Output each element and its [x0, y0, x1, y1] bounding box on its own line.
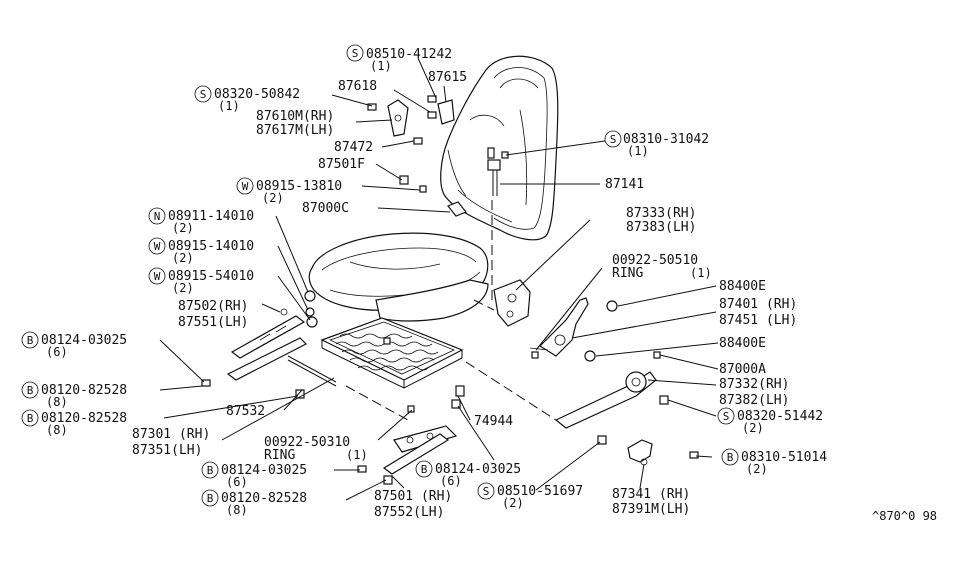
label-87332: 87332(RH) [719, 377, 789, 392]
qty-08310-51014: (2) [746, 462, 768, 476]
seat-spring-frame [320, 317, 464, 389]
label-87333: 87333(RH) [626, 206, 696, 221]
qty-08320-50842: (1) [218, 99, 240, 113]
label-87532: 87532 [226, 404, 265, 419]
prefix-s-icon: S [200, 88, 207, 101]
center-bar-87532 [287, 355, 337, 387]
label-87141: 87141 [605, 177, 644, 192]
label-08124-03025-lower-right: 08124-03025 [435, 462, 521, 477]
label-08915-14010: 08915-14010 [168, 239, 254, 254]
qty-08310-31042: (1) [627, 144, 649, 158]
label-87472: 87472 [334, 140, 373, 155]
label-08510-41242: 08510-41242 [366, 47, 452, 62]
label-87382: 87382(LH) [719, 393, 789, 408]
label-87610m: 87610M(RH) [256, 109, 334, 124]
label-87391m: 87391M(LH) [612, 502, 690, 517]
label-87000c: 87000C [302, 201, 349, 216]
label-08320-50842: 08320-50842 [214, 87, 300, 102]
label-87351: 87351(LH) [132, 443, 202, 458]
prefix-s-icon: S [610, 133, 617, 146]
leader-lines [159, 57, 719, 501]
prefix-b-icon: B [27, 334, 34, 347]
assembly-lines [345, 200, 557, 421]
qty-08120-82528-mid: (8) [46, 423, 68, 437]
seat-cushion [308, 232, 489, 322]
label-08911-14010: 08911-14010 [168, 209, 254, 224]
label-87615: 87615 [428, 70, 467, 85]
left-seat-rail [226, 308, 308, 381]
label-08124-03025-lower-left: 08124-03025 [221, 463, 307, 478]
part-labels: 08510-41242 (1) 87618 87615 08320-50842 … [41, 47, 937, 523]
label-88400e-upper: 88400E [719, 279, 766, 294]
prefix-b-icon: B [207, 464, 214, 477]
prefix-b-icon: B [27, 412, 34, 425]
prefix-s-icon: S [723, 410, 730, 423]
prefix-w-icon: W [154, 240, 161, 253]
qty-08120-82528-upper: (8) [46, 395, 68, 409]
label-ring-1: RING [612, 266, 643, 281]
qty-08915-13810: (2) [262, 191, 284, 205]
label-87341: 87341 (RH) [612, 487, 690, 502]
right-seat-rail-87501 [382, 425, 458, 475]
qty-08124-03025-left: (6) [46, 345, 68, 359]
label-74944: 74944 [474, 414, 513, 429]
label-08510-51697: 08510-51697 [497, 484, 583, 499]
outer-rail-87332 [554, 371, 657, 429]
label-08310-31042: 08310-31042 [623, 132, 709, 147]
recliner-lever-87401 [529, 297, 589, 357]
label-87617m: 87617M(LH) [256, 123, 334, 138]
qty-08124-03025-lower-left: (6) [226, 475, 248, 489]
label-87552: 87552(LH) [374, 505, 444, 520]
label-08124-03025-left: 08124-03025 [41, 333, 127, 348]
label-08310-51014: 08310-51014 [741, 450, 827, 465]
label-08915-13810: 08915-13810 [256, 179, 342, 194]
label-08320-51442: 08320-51442 [737, 409, 823, 424]
prefix-w-icon: W [154, 270, 161, 283]
qty-08911-14010: (2) [172, 221, 194, 235]
prefix-b-icon: B [727, 451, 734, 464]
small-fasteners [201, 95, 699, 485]
label-87551: 87551(LH) [178, 315, 248, 330]
qty-08120-82528-lower: (8) [226, 503, 248, 517]
label-00922-50310: 00922-50310 [264, 435, 350, 450]
label-08120-82528-lower: 08120-82528 [221, 491, 307, 506]
label-87501f: 87501F [318, 157, 365, 172]
label-08120-82528-mid: 08120-82528 [41, 411, 127, 426]
prefix-s-icon: S [483, 485, 490, 498]
prefix-markers: S S S W N W W B B B S B B B S B [21, 44, 739, 507]
label-87502: 87502(RH) [178, 299, 248, 314]
label-08120-82528-upper: 08120-82528 [41, 383, 127, 398]
qty-08915-14010: (2) [172, 251, 194, 265]
prefix-b-icon: B [207, 492, 214, 505]
label-87451: 87451 (LH) [719, 313, 797, 328]
seat-back [440, 55, 559, 241]
label-87618: 87618 [338, 79, 377, 94]
prefix-n-icon: N [154, 210, 161, 223]
qty-ring-1: (1) [690, 266, 712, 280]
prefix-s-icon: S [352, 47, 359, 60]
qty-08124-03025-lower-right: (6) [440, 474, 462, 488]
label-87000a: 87000A [719, 362, 766, 377]
prefix-b-icon: B [27, 384, 34, 397]
recliner-bracket-87333 [493, 279, 531, 327]
bracket-87341 [627, 439, 653, 466]
qty-08510-51697: (2) [502, 496, 524, 510]
qty-08320-51442: (2) [742, 421, 764, 435]
qty-08915-54010: (2) [172, 281, 194, 295]
label-87401: 87401 (RH) [719, 297, 797, 312]
label-ring-2: RING [264, 448, 295, 463]
label-08915-54010: 08915-54010 [168, 269, 254, 284]
prefix-b-icon: B [421, 463, 428, 476]
label-87383: 87383(LH) [626, 220, 696, 235]
label-88400e-lower: 88400E [719, 336, 766, 351]
qty-08510-41242: (1) [370, 59, 392, 73]
prefix-w-icon: W [242, 180, 249, 193]
label-87301: 87301 (RH) [132, 427, 210, 442]
footer-code: ^870^0 98 [872, 509, 937, 523]
label-87501: 87501 (RH) [374, 489, 452, 504]
qty-ring-2: (1) [346, 448, 368, 462]
label-00922-50510: 00922-50510 [612, 253, 698, 268]
